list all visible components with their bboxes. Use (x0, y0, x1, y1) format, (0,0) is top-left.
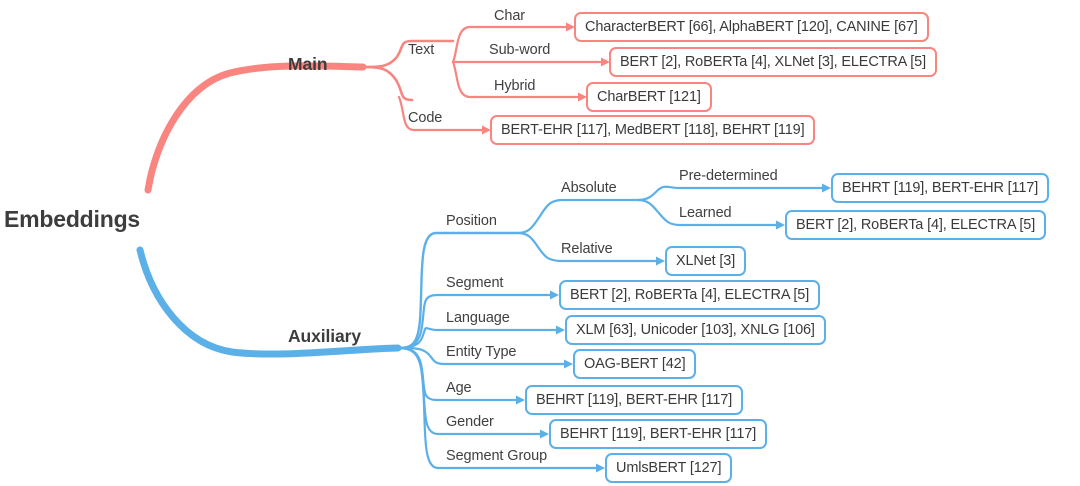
node-label-sub-word[interactable]: Sub-word (489, 42, 551, 58)
root-node-embeddings[interactable]: Embeddings (4, 206, 141, 232)
arrow-relative (656, 256, 665, 266)
edge-aux-to-position (396, 231, 447, 350)
edge-root-to-main (144, 62, 367, 194)
leaf-segment-models[interactable]: BERT [2], RoBERTa [4], ELECTRA [5] (559, 280, 821, 310)
arrow-learned (776, 220, 785, 230)
edge-main-to-code (361, 65, 414, 102)
node-label-segment-group[interactable]: Segment Group (446, 448, 548, 464)
node-label-pre-determined[interactable]: Pre-determined (679, 168, 778, 184)
leaf-char-models[interactable]: CharacterBERT [66], AlphaBERT [120], CAN… (574, 12, 929, 42)
branch-label-main[interactable]: Main (288, 54, 328, 74)
node-label-learned[interactable]: Learned (679, 205, 732, 221)
node-label-char[interactable]: Char (494, 8, 526, 24)
edge-position-to-absolute (516, 198, 640, 235)
node-label-entity-type[interactable]: Entity Type (446, 344, 517, 360)
leaf-language-models[interactable]: XLM [63], Unicoder [103], XNLG [106] (565, 315, 826, 345)
leaf-age-models[interactable]: BEHRT [119], BERT-EHR [117] (525, 385, 744, 415)
node-label-segment[interactable]: Segment (446, 275, 504, 291)
leaf-segmentgroup-models[interactable]: UmlsBERT [127] (605, 453, 733, 483)
node-label-relative[interactable]: Relative (561, 241, 613, 257)
arrow-language (556, 325, 565, 335)
arrow-predetermined (822, 183, 831, 193)
edge-absolute-to-predetermined (636, 185, 824, 202)
node-label-language[interactable]: Language (446, 310, 510, 326)
arrow-segmentgroup (596, 463, 605, 473)
node-label-hybrid[interactable]: Hybrid (494, 78, 536, 94)
leaf-relative-models[interactable]: XLNet [3] (665, 246, 747, 276)
node-label-position[interactable]: Position (446, 213, 497, 229)
node-label-text[interactable]: Text (408, 42, 435, 58)
leaf-subword-models[interactable]: BERT [2], RoBERTa [4], XLNet [3], ELECTR… (609, 47, 937, 77)
node-label-age[interactable]: Age (446, 380, 472, 396)
arrow-age (516, 395, 525, 405)
arrow-segment (550, 290, 559, 300)
node-label-absolute[interactable]: Absolute (561, 180, 617, 196)
node-label-gender[interactable]: Gender (446, 414, 494, 430)
leaf-code-models[interactable]: BERT-EHR [117], MedBERT [118], BEHRT [11… (490, 115, 816, 145)
arrow-gender (540, 429, 549, 439)
node-label-code[interactable]: Code (408, 110, 443, 126)
leaf-predetermined-models[interactable]: BEHRT [119], BERT-EHR [117] (831, 173, 1050, 203)
leaf-learned-models[interactable]: BERT [2], RoBERTa [4], ELECTRA [5] (785, 210, 1047, 240)
branch-label-auxiliary[interactable]: Auxiliary (288, 326, 362, 346)
arrow-entitytype (564, 359, 573, 369)
leaf-entitytype-models[interactable]: OAG-BERT [42] (573, 349, 697, 379)
leaf-hybrid-models[interactable]: CharBERT [121] (586, 82, 712, 112)
leaf-gender-models[interactable]: BEHRT [119], BERT-EHR [117] (549, 419, 768, 449)
